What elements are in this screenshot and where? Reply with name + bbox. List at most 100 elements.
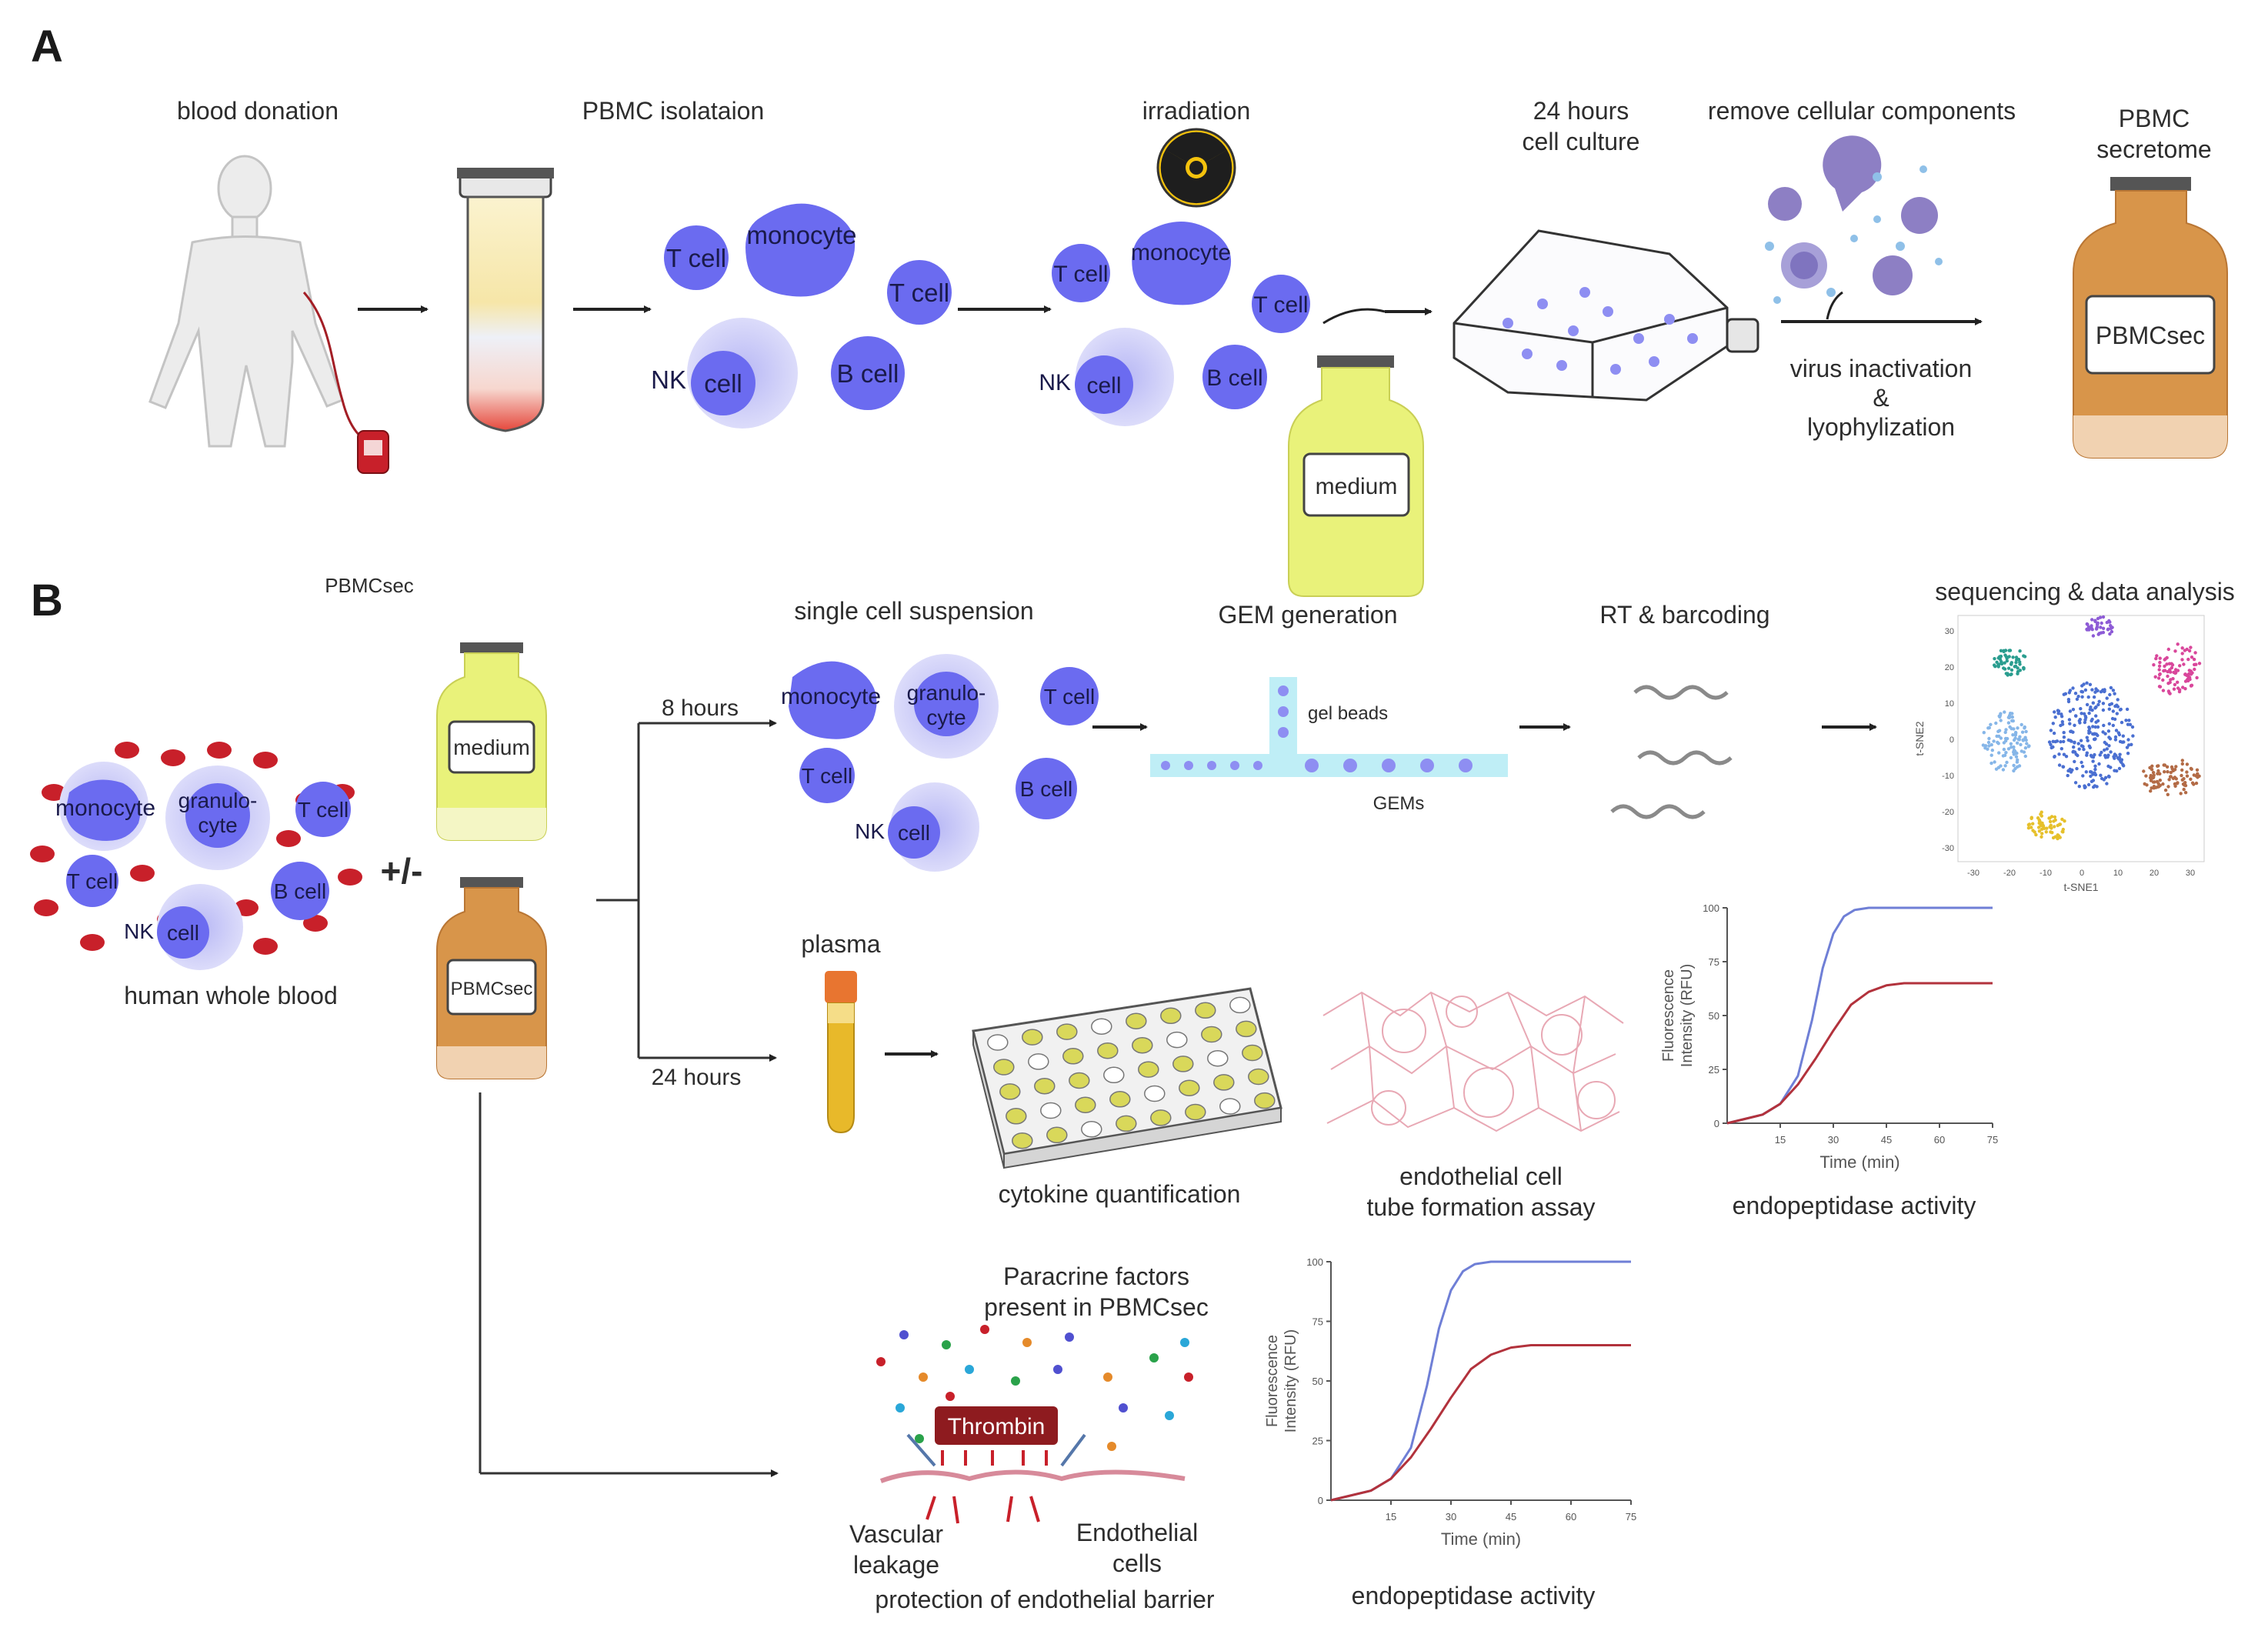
tsne-point-c6 <box>2165 765 2170 769</box>
tsne-point-c1 <box>2016 657 2021 662</box>
tsne-point-c4 <box>2083 688 2088 692</box>
tsne-point-c4 <box>2094 705 2098 709</box>
tsne-point-c5 <box>2003 730 2007 735</box>
chart-series-line-2 <box>1330 1344 1631 1502</box>
tsne-point-c1 <box>2014 655 2019 659</box>
t-cell-a3 <box>1052 244 1110 302</box>
plate-well <box>1006 1108 1027 1125</box>
label-8-hours: 8 hours <box>662 695 739 721</box>
chart-x-tick-label: 60 <box>1934 1134 1945 1146</box>
tsne-point-c4 <box>2093 767 2097 772</box>
tsne-x-tick-label: 30 <box>2186 869 2195 878</box>
tsne-point-c3 <box>2168 668 2172 672</box>
monocyte-a1-label: monocyte <box>746 221 856 249</box>
sc-tcell-label-2: T cell <box>802 764 852 788</box>
whole-blood-cells: monocyte granulo- cyte T cell T cell B c… <box>55 762 351 970</box>
plate-well <box>1144 1085 1166 1102</box>
tsne-point-c1 <box>2003 667 2007 671</box>
tsne-point-c4 <box>2099 690 2103 694</box>
tsne-point-c3 <box>2171 677 2175 681</box>
tsne-point-c6 <box>2174 777 2178 781</box>
tsne-point-c4 <box>2086 695 2090 699</box>
tsne-point-c4 <box>2073 741 2076 745</box>
tsne-point-c4 <box>2067 718 2072 722</box>
tsne-point-c2 <box>2099 625 2103 629</box>
tsne-point-c4 <box>2084 715 2088 719</box>
tsne-point-c4 <box>2088 682 2093 686</box>
medium-bottle-b: medium <box>436 642 547 841</box>
tsne-point-c5 <box>2012 769 2016 773</box>
tsne-point-c2 <box>2101 626 2106 630</box>
chart-x-tick-label: 60 <box>1566 1511 1576 1523</box>
plate-well <box>1254 1092 1276 1109</box>
tsne-point-c5 <box>2015 741 2020 745</box>
tsne-point-c4 <box>2099 773 2103 777</box>
tsne-point-c4 <box>2127 719 2131 722</box>
t-cell-a1-label: T cell <box>666 244 726 272</box>
tsne-point-c4 <box>2094 720 2098 724</box>
tsne-point-c4 <box>2102 723 2106 728</box>
tsne-point-c4 <box>2062 752 2066 756</box>
tsne-point-c4 <box>2063 692 2068 695</box>
tsne-point-c4 <box>2073 781 2078 785</box>
tsne-point-c3 <box>2176 669 2180 672</box>
tsne-point-c4 <box>2093 784 2097 788</box>
tsne-point-c6 <box>2154 785 2158 789</box>
chart-y-tick-label: 50 <box>1709 1010 1719 1022</box>
tsne-point-c5 <box>1990 742 1993 747</box>
chart-x-tick-label: 15 <box>1775 1134 1786 1146</box>
tsne-point-c7 <box>2058 822 2063 826</box>
pbmcsec-label-a: PBMCsec <box>2096 322 2205 349</box>
tsne-point-c4 <box>2062 735 2066 739</box>
tsne-point-c4 <box>2081 774 2085 778</box>
thrombin-block: Thrombin <box>906 1406 1086 1467</box>
tsne-point-c4 <box>2094 732 2099 736</box>
tsne-point-c4 <box>2064 755 2069 759</box>
tsne-point-c4 <box>2068 709 2073 713</box>
plate-well <box>1179 1079 1200 1096</box>
b-cell-a1-label: B cell <box>837 359 899 388</box>
tsne-point-c6 <box>2167 778 2171 782</box>
tsne-point-c4 <box>2087 711 2091 715</box>
chart-x-tick-label: 45 <box>1881 1134 1892 1146</box>
tsne-point-c4 <box>2080 695 2084 699</box>
tsne-point-c6 <box>2180 762 2184 766</box>
tsne-point-c2 <box>2106 627 2110 631</box>
tsne-point-c6 <box>2195 768 2200 772</box>
tsne-point-c6 <box>2144 774 2148 778</box>
tsne-point-c6 <box>2180 759 2184 762</box>
plate-well <box>1081 1121 1102 1138</box>
tsne-point-c2 <box>2095 626 2099 630</box>
tsne-point-c4 <box>2093 737 2097 741</box>
label-plasma: plasma <box>801 930 880 958</box>
tsne-point-c3 <box>2190 655 2194 659</box>
tsne-point-c4 <box>2107 722 2111 725</box>
tsne-point-c7 <box>2063 819 2066 823</box>
monocyte-a2 <box>1132 222 1232 305</box>
tsne-point-c4 <box>2085 735 2089 739</box>
medium-bottle-a: medium <box>1288 355 1424 597</box>
tsne-point-c3 <box>2165 662 2169 666</box>
tsne-point-c3 <box>2187 669 2191 672</box>
tsne-point-c6 <box>2153 780 2156 784</box>
tsne-point-c4 <box>2053 715 2057 719</box>
plate-well <box>1034 1077 1056 1095</box>
tsne-point-c2 <box>2109 624 2113 628</box>
tsne-point-c5 <box>2012 727 2016 731</box>
tsne-point-c4 <box>2079 707 2083 711</box>
tsne-point-c4 <box>2066 773 2070 778</box>
tsne-point-c5 <box>2012 738 2016 742</box>
panel-a-letter: A <box>31 22 63 72</box>
tsne-point-c6 <box>2163 788 2168 792</box>
tsne-point-c4 <box>2090 779 2094 783</box>
tsne-point-c4 <box>2122 740 2126 744</box>
b-monocyte-label: monocyte <box>55 795 155 821</box>
tsne-point-c5 <box>2009 755 2013 760</box>
tsne-point-c7 <box>2031 829 2035 832</box>
tsne-point-c4 <box>2093 752 2096 757</box>
tsne-point-c3 <box>2182 662 2186 666</box>
tsne-y-tick-label: 10 <box>1945 699 1954 709</box>
tsne-point-c5 <box>2015 751 2019 755</box>
tsne-point-c1 <box>2010 661 2013 665</box>
tsne-point-c4 <box>2124 719 2128 722</box>
